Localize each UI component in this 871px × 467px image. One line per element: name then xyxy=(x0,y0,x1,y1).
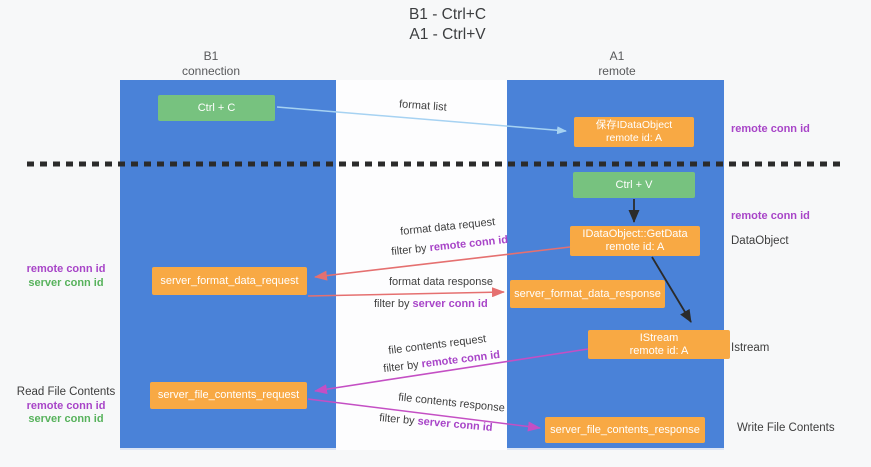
lane-b1-subtitle: connection xyxy=(181,64,241,78)
filter-by-text: filter by xyxy=(374,298,413,310)
format-data-response-label: format data response xyxy=(389,276,493,288)
write-file-contents-annotation: Write File Contents xyxy=(737,422,835,434)
server-conn-id-text: server conn id xyxy=(28,276,104,289)
remote-conn-id-text: remote conn id xyxy=(26,399,106,412)
lane-b1-name: B1 xyxy=(203,49,219,63)
ctrl-c-node: Ctrl + C xyxy=(158,95,275,121)
server-file-contents-request-label: server_file_contents_request xyxy=(157,389,300,401)
istream-annotation: Istream xyxy=(731,342,770,354)
lane-header-a1: A1 remote xyxy=(557,49,677,79)
read-file-contents-annotation: Read File Contents xyxy=(16,386,116,398)
save-idataobject-line1: 保存IDataObject xyxy=(595,119,673,131)
lane-a1-subtitle: remote xyxy=(598,64,636,78)
getdata-line2: remote id: A xyxy=(605,241,665,253)
left-format-conn-ids: remote conn id server conn id xyxy=(16,263,116,290)
title-line-1: B1 - Ctrl+C xyxy=(408,6,487,23)
ctrl-c-label: Ctrl + C xyxy=(197,101,236,114)
server-format-data-request-node: server_format_data_request xyxy=(152,267,307,295)
lane-header-b1: B1 connection xyxy=(151,49,271,79)
server-file-contents-request-node: server_file_contents_request xyxy=(150,382,307,409)
server-conn-id-text: server conn id xyxy=(28,413,104,425)
server-conn-id-text: server conn id xyxy=(412,298,488,310)
server-format-data-request-label: server_format_data_request xyxy=(160,274,299,287)
server-format-data-response-label: server_format_data_response xyxy=(514,287,661,300)
left-file-conn-ids: Read File Contents remote conn id server… xyxy=(12,386,120,427)
lane-a1-name: A1 xyxy=(609,49,625,63)
remote-conn-id-annotation-top: remote conn id xyxy=(731,123,810,135)
server-file-contents-response-label: server_file_contents_response xyxy=(550,423,700,436)
getdata-line1: IDataObject::GetData xyxy=(582,228,688,240)
title-line-2: A1 - Ctrl+V xyxy=(409,26,486,43)
istream-line1: IStream xyxy=(639,331,679,344)
istream-node: IStream remote id: A xyxy=(588,330,730,359)
server-file-contents-response-node: server_file_contents_response xyxy=(545,417,705,443)
remote-conn-id-text: remote conn id xyxy=(26,263,106,275)
format-data-response-filter-label: filter by server conn id xyxy=(374,298,488,310)
dataobject-annotation: DataObject xyxy=(731,235,789,247)
ctrl-v-node: Ctrl + V xyxy=(573,172,695,198)
remote-conn-id-annotation-mid: remote conn id xyxy=(731,210,810,222)
ctrl-v-label: Ctrl + V xyxy=(615,178,653,191)
idataobject-getdata-node: IDataObject::GetData remote id: A xyxy=(570,226,700,256)
diagram-title: B1 - Ctrl+C A1 - Ctrl+V xyxy=(355,5,540,45)
server-format-data-response-node: server_format_data_response xyxy=(510,280,665,308)
istream-line2: remote id: A xyxy=(629,344,689,357)
save-idataobject-line2: remote id: A xyxy=(605,132,663,144)
save-idataobject-node: 保存IDataObject remote id: A xyxy=(574,117,694,147)
